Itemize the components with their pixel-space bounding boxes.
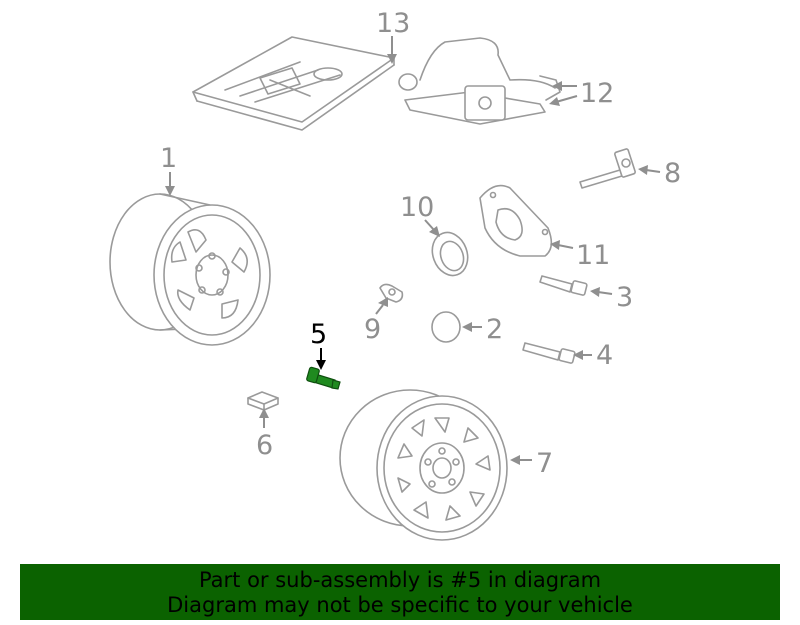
banner-line-1: Part or sub-assembly is #5 in diagram xyxy=(198,568,602,592)
label-3: 3 xyxy=(616,282,633,313)
part-6-weight xyxy=(247,391,279,411)
part-5-highlighted[interactable] xyxy=(306,366,341,390)
label-9: 9 xyxy=(364,314,381,345)
label-8: 8 xyxy=(664,158,681,189)
part-13-tool-bag xyxy=(192,36,395,131)
label-7: 7 xyxy=(536,448,553,479)
label-1: 1 xyxy=(160,143,177,174)
part-1-wheel xyxy=(109,193,271,346)
part-11-cover xyxy=(479,184,553,257)
part-3-valve xyxy=(539,275,588,296)
part-10-ring xyxy=(431,231,469,277)
label-12: 12 xyxy=(580,78,614,109)
info-banner: Part or sub-assembly is #5 in diagram Di… xyxy=(20,564,780,620)
part-2-oring xyxy=(431,311,461,343)
label-11: 11 xyxy=(576,240,610,271)
label-6: 6 xyxy=(256,430,273,461)
label-10: 10 xyxy=(400,192,434,223)
label-4: 4 xyxy=(596,340,613,371)
parts-diagram: 13 12 1 8 xyxy=(109,8,681,541)
label-2: 2 xyxy=(486,314,503,345)
label-5: 5 xyxy=(310,319,327,350)
part-9-clip xyxy=(379,283,404,303)
part-4-valve-stem xyxy=(522,342,576,364)
banner-line-2: Diagram may not be specific to your vehi… xyxy=(167,593,633,617)
part-8-valve-stem xyxy=(579,148,636,189)
part-7-spare-tire xyxy=(339,389,508,541)
label-13: 13 xyxy=(376,8,410,39)
part-12-jack xyxy=(398,37,561,125)
